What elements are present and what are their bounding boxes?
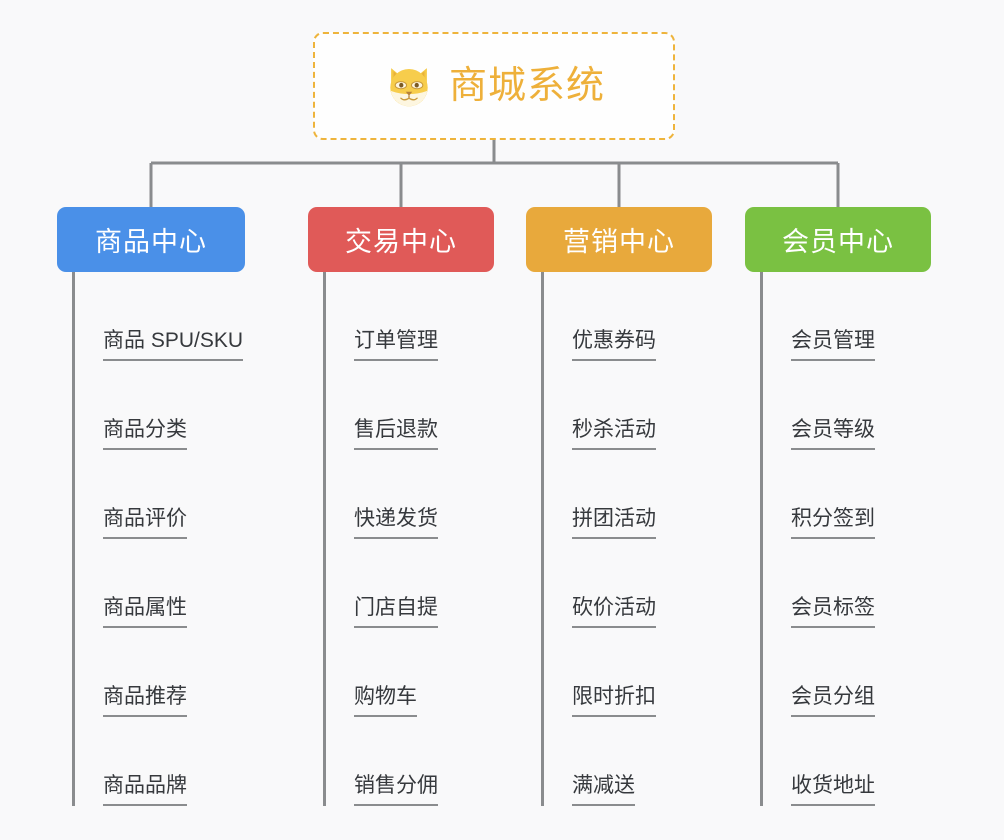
leaf-item[interactable]: 积分签到 (745, 450, 931, 539)
root-title: 商城系统 (448, 65, 605, 107)
leaf-item-label: 秒杀活动 (572, 419, 656, 450)
leaf-item-label: 会员管理 (791, 330, 875, 361)
branch-trunk-line (72, 272, 75, 806)
leaf-item[interactable]: 砍价活动 (526, 539, 712, 628)
leaf-item-label: 商品评价 (103, 508, 187, 539)
branch-items: 订单管理售后退款快递发货门店自提购物车销售分佣 (308, 272, 494, 806)
leaf-item-label: 砍价活动 (572, 597, 656, 628)
leaf-item-label: 会员标签 (791, 597, 875, 628)
leaf-item-label: 订单管理 (354, 330, 438, 361)
leaf-item-label: 满减送 (572, 775, 635, 806)
leaf-item[interactable]: 商品评价 (57, 450, 245, 539)
branch-column: 营销中心优惠券码秒杀活动拼团活动砍价活动限时折扣满减送 (526, 207, 712, 806)
leaf-item-label: 拼团活动 (572, 508, 656, 539)
leaf-item-label: 商品品牌 (103, 775, 187, 806)
leaf-item[interactable]: 快递发货 (308, 450, 494, 539)
leaf-item[interactable]: 收货地址 (745, 717, 931, 806)
branch-header-label: 营销中心 (563, 227, 675, 257)
leaf-item[interactable]: 商品推荐 (57, 628, 245, 717)
leaf-item[interactable]: 会员管理 (745, 272, 931, 361)
leaf-item[interactable]: 满减送 (526, 717, 712, 806)
root-node[interactable]: 商城系统 (313, 32, 675, 140)
branch-trunk-line (541, 272, 544, 806)
leaf-item-label: 商品分类 (103, 419, 187, 450)
branch-header[interactable]: 商品中心 (57, 207, 245, 272)
leaf-item-label: 商品推荐 (103, 686, 187, 717)
leaf-item[interactable]: 会员标签 (745, 539, 931, 628)
branch-header[interactable]: 会员中心 (745, 207, 931, 272)
branch-header-label: 交易中心 (345, 227, 457, 257)
leaf-item-label: 售后退款 (354, 419, 438, 450)
leaf-item[interactable]: 商品品牌 (57, 717, 245, 806)
leaf-item[interactable]: 优惠券码 (526, 272, 712, 361)
branch-trunk-line (323, 272, 326, 806)
leaf-item[interactable]: 商品属性 (57, 539, 245, 628)
leaf-item[interactable]: 商品分类 (57, 361, 245, 450)
branch-trunk-line (760, 272, 763, 806)
leaf-item[interactable]: 会员等级 (745, 361, 931, 450)
branch-items: 会员管理会员等级积分签到会员标签会员分组收货地址 (745, 272, 931, 806)
leaf-item[interactable]: 门店自提 (308, 539, 494, 628)
leaf-item-label: 购物车 (354, 686, 417, 717)
leaf-item[interactable]: 会员分组 (745, 628, 931, 717)
leaf-item-label: 商品 SPU/SKU (103, 330, 244, 361)
branch-column: 商品中心商品 SPU/SKU 商品分类商品评价商品属性商品推荐商品品牌 (57, 207, 245, 806)
leaf-item-label: 会员分组 (791, 686, 875, 717)
branch-header[interactable]: 交易中心 (308, 207, 494, 272)
leaf-item-label: 限时折扣 (572, 686, 656, 717)
leaf-item[interactable]: 售后退款 (308, 361, 494, 450)
branch-header[interactable]: 营销中心 (526, 207, 712, 272)
branch-column: 交易中心订单管理售后退款快递发货门店自提购物车销售分佣 (308, 207, 494, 806)
leaf-item-label: 门店自提 (354, 597, 438, 628)
leaf-item-label: 快递发货 (354, 508, 438, 539)
branch-column: 会员中心会员管理会员等级积分签到会员标签会员分组收货地址 (745, 207, 931, 806)
leaf-item[interactable]: 销售分佣 (308, 717, 494, 806)
leaf-item-label: 积分签到 (791, 508, 875, 539)
leaf-item[interactable]: 订单管理 (308, 272, 494, 361)
leaf-item-label: 收货地址 (791, 775, 875, 806)
leaf-item[interactable]: 秒杀活动 (526, 361, 712, 450)
leaf-item-label: 商品属性 (103, 597, 187, 628)
leaf-item[interactable]: 限时折扣 (526, 628, 712, 717)
branch-items: 商品 SPU/SKU 商品分类商品评价商品属性商品推荐商品品牌 (57, 272, 245, 806)
leaf-item-label: 销售分佣 (354, 775, 438, 806)
leaf-item-label: 会员等级 (791, 419, 875, 450)
branch-items: 优惠券码秒杀活动拼团活动砍价活动限时折扣满减送 (526, 272, 712, 806)
leaf-item[interactable]: 商品 SPU/SKU (57, 272, 245, 361)
leaf-item[interactable]: 拼团活动 (526, 450, 712, 539)
leaf-item[interactable]: 购物车 (308, 628, 494, 717)
branch-header-label: 商品中心 (95, 227, 207, 257)
branch-header-label: 会员中心 (782, 227, 894, 257)
shiba-dog-face-icon (390, 68, 428, 107)
leaf-item-label: 优惠券码 (572, 330, 656, 361)
